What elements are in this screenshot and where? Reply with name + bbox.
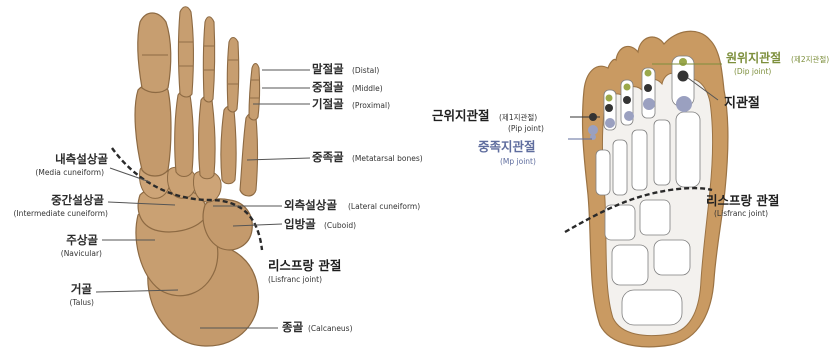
svg-text:(Talus): (Talus) <box>69 298 94 307</box>
foot-outline-diagram <box>565 31 728 347</box>
svg-text:(Mp joint): (Mp joint) <box>500 157 536 166</box>
svg-text:내측설상골: 내측설상골 <box>55 152 108 166</box>
label-proximal: 기절골 (Proximal) <box>312 97 390 111</box>
svg-text:(Proximal): (Proximal) <box>352 101 390 110</box>
label-distal: 말절골 (Distal) <box>312 62 379 76</box>
label-navicular: 주상골 (Navicular) <box>61 233 102 258</box>
svg-text:(Middle): (Middle) <box>352 84 383 93</box>
svg-text:기절골: 기절골 <box>312 97 344 111</box>
svg-text:(Metatarsal bones): (Metatarsal bones) <box>352 154 423 163</box>
svg-text:(Lateral cuneiform): (Lateral cuneiform) <box>348 202 420 211</box>
svg-text:말절골: 말절골 <box>312 62 344 76</box>
label-medial-cuneiform: 내측설상골 (Media cuneiform) <box>35 152 108 177</box>
toe-1-phalanges <box>138 13 171 93</box>
toe-3-phalanges <box>203 17 214 102</box>
svg-text:(Intermediate cuneiform): (Intermediate cuneiform) <box>14 209 109 218</box>
svg-text:중족골: 중족골 <box>312 150 344 164</box>
label-middle: 중절골 (Middle) <box>312 80 383 94</box>
metatarsal-1 <box>135 84 171 176</box>
svg-text:근위지관절: 근위지관절 <box>432 108 490 123</box>
svg-text:중절골: 중절골 <box>312 80 344 94</box>
svg-text:지관절: 지관절 <box>724 95 760 111</box>
label-dip-joint: 원위지관절 (제2지관절) (Dip joint) <box>726 50 829 76</box>
svg-text:리스프랑 관절: 리스프랑 관절 <box>268 258 341 273</box>
svg-text:(Dip joint): (Dip joint) <box>734 67 771 76</box>
svg-text:(Navicular): (Navicular) <box>61 249 102 258</box>
svg-text:종골: 종골 <box>282 320 304 334</box>
svg-text:리스프랑 관절: 리스프랑 관절 <box>706 193 779 208</box>
label-metatarsal: 중족골 (Metatarsal bones) <box>312 150 423 164</box>
label-lisfranc-right: 리스프랑 관절 (Lisfranc joint) <box>706 193 779 218</box>
label-lisfranc-left: 리스프랑 관절 (Lisfranc joint) <box>268 258 341 284</box>
svg-text:(제1지관절): (제1지관절) <box>499 112 537 122</box>
svg-text:(Distal): (Distal) <box>352 66 379 75</box>
svg-text:입방골: 입방골 <box>284 217 316 231</box>
svg-text:(Lisfranc joint): (Lisfranc joint) <box>268 275 322 284</box>
toe-5-phalanges <box>249 64 260 121</box>
metatarsal-4 <box>221 106 236 184</box>
label-pip-joint: 근위지관절 (제1지관절) (Pip joint) <box>432 108 544 133</box>
metatarsal-2 <box>175 91 194 176</box>
label-intermediate-cuneiform: 중간설상골 (Intermediate cuneiform) <box>14 193 109 218</box>
svg-text:(Lisfranc joint): (Lisfranc joint) <box>714 209 768 218</box>
label-talus: 거골 (Talus) <box>69 282 94 307</box>
svg-text:외측설상골: 외측설상골 <box>284 198 337 212</box>
label-toe-joint: 지관절 <box>724 95 760 111</box>
svg-text:원위지관절: 원위지관절 <box>726 50 781 65</box>
toe-2-phalanges <box>179 7 194 97</box>
svg-text:중간설상골: 중간설상골 <box>51 193 104 207</box>
toe-4-phalanges <box>227 38 238 113</box>
svg-text:(Media cuneiform): (Media cuneiform) <box>35 168 104 177</box>
label-mp-joint: 중족지관절 (Mp joint) <box>478 139 536 166</box>
svg-text:중족지관절: 중족지관절 <box>478 139 536 154</box>
svg-text:(Calcaneus): (Calcaneus) <box>308 324 353 333</box>
label-cuboid: 입방골 (Cuboid) <box>284 217 356 231</box>
metatarsal-3 <box>199 96 215 179</box>
svg-text:(제2지관절): (제2지관절) <box>791 54 829 64</box>
label-lateral-cuneiform: 외측설상골 (Lateral cuneiform) <box>284 198 420 212</box>
svg-text:(Cuboid): (Cuboid) <box>324 221 356 230</box>
label-calcaneus: 종골 (Calcaneus) <box>282 320 353 334</box>
svg-text:거골: 거골 <box>71 282 93 296</box>
svg-text:(Pip joint): (Pip joint) <box>508 124 544 133</box>
metatarsal-5 <box>240 114 258 197</box>
svg-text:주상골: 주상골 <box>66 233 98 247</box>
